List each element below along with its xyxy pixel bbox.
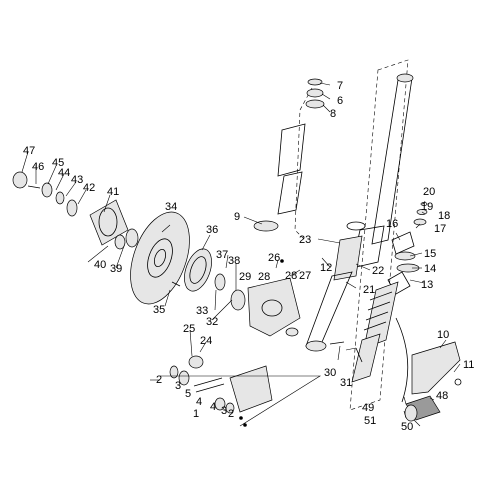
callout-10: 10 bbox=[437, 329, 449, 341]
callout-49: 49 bbox=[362, 402, 374, 414]
callout-44: 44 bbox=[58, 167, 70, 179]
callout-26: 26 bbox=[268, 252, 280, 264]
steering-column bbox=[253, 78, 325, 241]
callout-37: 37 bbox=[216, 249, 228, 261]
callout-39: 39 bbox=[110, 263, 122, 275]
shock-absorber bbox=[351, 251, 420, 383]
callout-20: 20 bbox=[423, 186, 435, 198]
callout-7: 7 bbox=[337, 80, 343, 92]
callout-24: 24 bbox=[200, 335, 212, 347]
callout-15: 15 bbox=[424, 248, 436, 260]
brake-caliper bbox=[247, 277, 301, 337]
reference-dot bbox=[243, 423, 247, 427]
callout-2: 2 bbox=[156, 374, 162, 386]
callout-36: 36 bbox=[206, 224, 218, 236]
reference-dot bbox=[280, 259, 284, 263]
callout-23: 23 bbox=[299, 234, 311, 246]
callout-8: 8 bbox=[330, 108, 336, 120]
callout-35: 35 bbox=[153, 304, 165, 316]
callout-6: 6 bbox=[337, 95, 343, 107]
callout-4: 4 bbox=[210, 401, 216, 413]
wheel-hub bbox=[12, 171, 139, 250]
callout-13: 13 bbox=[421, 279, 433, 291]
callout-28: 28 bbox=[285, 270, 297, 282]
callout-43: 43 bbox=[71, 174, 83, 186]
callout-14: 14 bbox=[424, 263, 436, 275]
callout-31: 31 bbox=[340, 377, 352, 389]
callout-16: 16 bbox=[386, 218, 398, 230]
callout-28: 28 bbox=[258, 271, 270, 283]
callout-38: 38 bbox=[228, 255, 240, 267]
callout-1: 1 bbox=[193, 408, 199, 420]
callout-48: 48 bbox=[436, 390, 448, 402]
callout-41: 41 bbox=[107, 186, 119, 198]
callout-25: 25 bbox=[183, 323, 195, 335]
callout-33: 33 bbox=[196, 305, 208, 317]
callout-30: 30 bbox=[324, 367, 336, 379]
callout-12: 12 bbox=[320, 262, 332, 274]
callout-32: 32 bbox=[206, 316, 218, 328]
callout-21: 21 bbox=[363, 284, 375, 296]
leader-lines bbox=[21, 82, 461, 427]
callout-29: 29 bbox=[239, 271, 251, 283]
callout-3: 3 bbox=[175, 380, 181, 392]
callout-3: 3 bbox=[221, 405, 227, 417]
top-mount-parts bbox=[391, 202, 428, 255]
callout-18: 18 bbox=[438, 210, 450, 222]
callout-2: 2 bbox=[228, 408, 234, 420]
callout-46: 46 bbox=[32, 161, 44, 173]
callout-34: 34 bbox=[165, 201, 177, 213]
brake-disc bbox=[130, 211, 190, 305]
callout-17: 17 bbox=[434, 223, 446, 235]
fork-tube bbox=[305, 59, 414, 411]
callout-40: 40 bbox=[94, 259, 106, 271]
plug-cap bbox=[404, 395, 441, 422]
callout-50: 50 bbox=[401, 421, 413, 433]
callout-45: 45 bbox=[52, 157, 64, 169]
callout-19: 19 bbox=[421, 201, 433, 213]
callout-22: 22 bbox=[372, 265, 384, 277]
callout-11: 11 bbox=[463, 359, 474, 371]
mudguard-bracket bbox=[395, 317, 462, 403]
callouts: 1 2 2 3 3 4 4 5 6 7 8 9 10 11 12 13 14 1… bbox=[23, 80, 474, 433]
reference-dot bbox=[239, 416, 243, 420]
callout-9: 9 bbox=[234, 211, 240, 223]
screws bbox=[171, 281, 363, 363]
callout-5: 5 bbox=[185, 388, 191, 400]
callout-42: 42 bbox=[83, 182, 95, 194]
callout-27: 27 bbox=[299, 270, 311, 282]
axle-parts bbox=[169, 355, 273, 414]
callout-4: 4 bbox=[196, 396, 202, 408]
tone-ring bbox=[184, 248, 246, 311]
callout-51: 51 bbox=[364, 415, 376, 427]
callout-47: 47 bbox=[23, 145, 35, 157]
